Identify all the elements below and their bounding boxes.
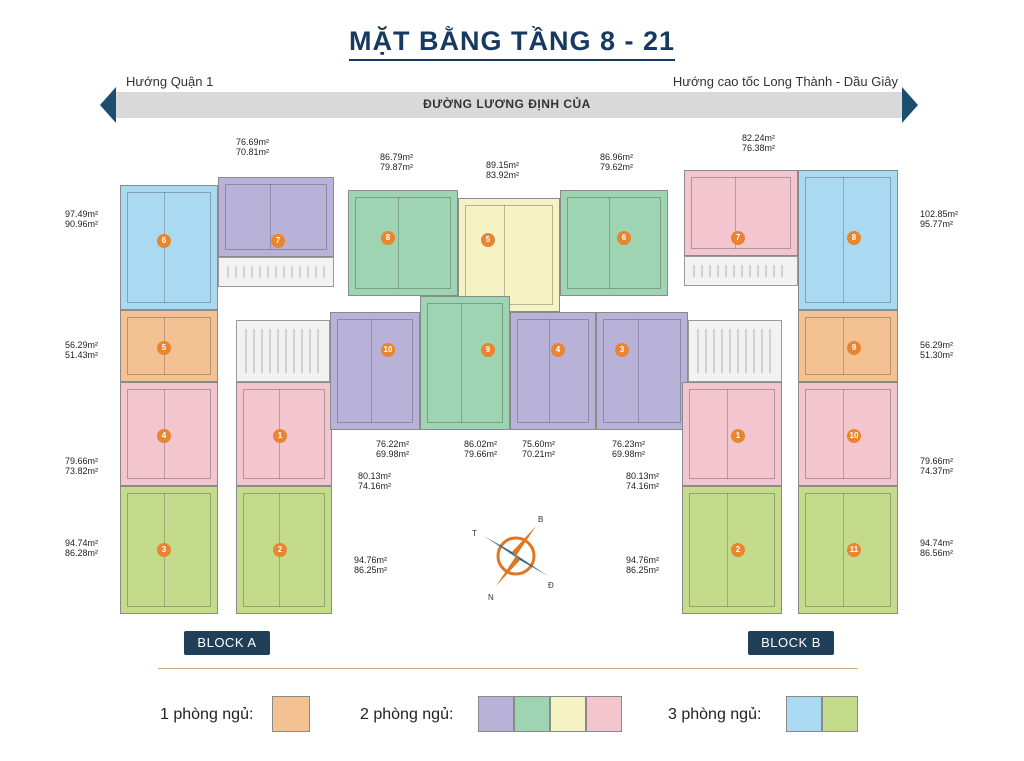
unit-number-badge: 8 bbox=[381, 231, 395, 245]
unit-number-badge: 7 bbox=[731, 231, 745, 245]
unit-c-4[interactable]: 4 bbox=[510, 312, 596, 430]
legend-swatch-purple bbox=[478, 696, 514, 732]
direction-left-label: Hướng Quận 1 bbox=[126, 74, 214, 89]
legend-swatch-pink bbox=[586, 696, 622, 732]
unit-b-7[interactable]: 7 bbox=[684, 170, 798, 256]
unit-a-4[interactable]: 4 bbox=[120, 382, 218, 486]
arrow-right-icon bbox=[902, 87, 918, 123]
unit-number-badge: 2 bbox=[273, 543, 287, 557]
legend-swatch-yellow bbox=[550, 696, 586, 732]
divider bbox=[158, 668, 858, 669]
unit-a-2[interactable]: 2 bbox=[236, 486, 332, 614]
unit-number-badge: 7 bbox=[271, 234, 285, 248]
unit-number-badge: 1 bbox=[731, 429, 745, 443]
unit-b-1[interactable]: 1 bbox=[682, 382, 782, 486]
unit-c-3[interactable]: 3 bbox=[596, 312, 688, 430]
legend-swatch-blue bbox=[786, 696, 822, 732]
road-band bbox=[112, 92, 902, 118]
direction-right-label: Hướng cao tốc Long Thành - Dầu Giây bbox=[672, 74, 898, 89]
unit-number-badge: 9 bbox=[847, 341, 861, 355]
stair-core bbox=[218, 257, 334, 287]
compass-d: Đ bbox=[548, 581, 554, 590]
unit-c-8[interactable]: 8 bbox=[348, 190, 458, 296]
unit-a-1[interactable]: 1 bbox=[236, 382, 332, 486]
legend-swatch-lime bbox=[822, 696, 858, 732]
elevator-core bbox=[236, 320, 330, 382]
unit-a-5[interactable]: 5 bbox=[120, 310, 218, 382]
legend-1-bedroom-label: 1 phòng ngủ: bbox=[160, 706, 254, 723]
unit-number-badge: 10 bbox=[381, 343, 395, 357]
legend-2-bedroom-label: 2 phòng ngủ: bbox=[360, 706, 454, 723]
unit-number-badge: 3 bbox=[157, 543, 171, 557]
unit-b-9[interactable]: 9 bbox=[798, 310, 898, 382]
unit-a-7[interactable]: 7 bbox=[218, 177, 334, 257]
unit-number-badge: 10 bbox=[847, 429, 861, 443]
legend-swatch-orange bbox=[272, 696, 310, 732]
unit-a-6[interactable]: 6 bbox=[120, 185, 218, 310]
unit-b-8[interactable]: 8 bbox=[798, 170, 898, 310]
block-b-label: BLOCK B bbox=[748, 631, 834, 655]
unit-number-badge: 5 bbox=[157, 341, 171, 355]
unit-c-9[interactable]: 9 bbox=[420, 296, 510, 430]
legend-swatch-green bbox=[514, 696, 550, 732]
legend-3-bedroom-label: 3 phòng ngủ: bbox=[668, 706, 762, 723]
unit-number-badge: 6 bbox=[157, 234, 171, 248]
unit-c-10[interactable]: 10 bbox=[330, 312, 420, 430]
unit-number-badge: 4 bbox=[157, 429, 171, 443]
unit-number-badge: 2 bbox=[731, 543, 745, 557]
unit-number-badge: 8 bbox=[847, 231, 861, 245]
block-a-label: BLOCK A bbox=[184, 631, 270, 655]
compass-icon bbox=[484, 526, 548, 586]
page-title: MẶT BẰNG TẦNG 8 - 21 bbox=[0, 26, 1024, 61]
compass-t: T bbox=[472, 529, 477, 538]
unit-number-badge: 3 bbox=[615, 343, 629, 357]
unit-b-11[interactable]: 11 bbox=[798, 486, 898, 614]
stair-core bbox=[684, 256, 798, 286]
unit-a-3[interactable]: 3 bbox=[120, 486, 218, 614]
road-name: ĐƯỜNG LƯƠNG ĐỊNH CỦA bbox=[423, 97, 591, 111]
unit-number-badge: 6 bbox=[617, 231, 631, 245]
arrow-left-icon bbox=[100, 87, 116, 123]
unit-number-badge: 9 bbox=[481, 343, 495, 357]
unit-number-badge: 4 bbox=[551, 343, 565, 357]
unit-number-badge: 5 bbox=[481, 233, 495, 247]
unit-c-5[interactable]: 5 bbox=[458, 198, 560, 312]
unit-b-2[interactable]: 2 bbox=[682, 486, 782, 614]
compass-b: B bbox=[538, 515, 544, 524]
unit-c-6[interactable]: 6 bbox=[560, 190, 668, 296]
unit-b-10[interactable]: 10 bbox=[798, 382, 898, 486]
elevator-core bbox=[688, 320, 782, 382]
compass-n: N bbox=[488, 593, 494, 602]
unit-number-badge: 1 bbox=[273, 429, 287, 443]
unit-number-badge: 11 bbox=[847, 543, 861, 557]
